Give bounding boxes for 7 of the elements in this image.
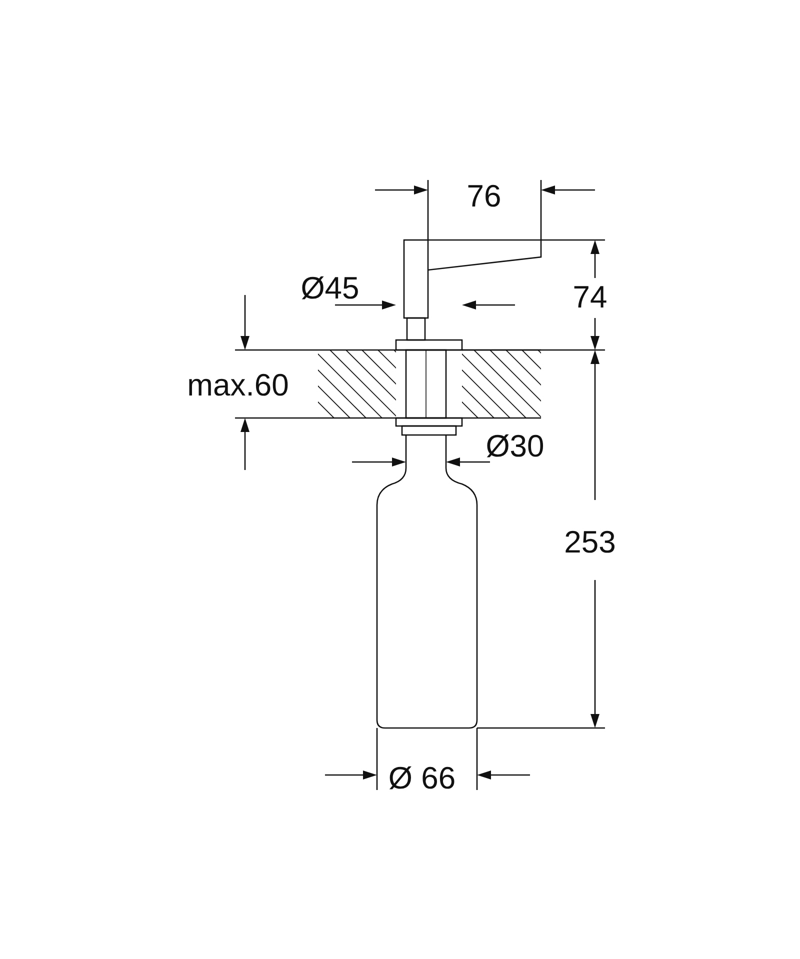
dimension-value: 76 [466,180,502,212]
dimension-value: Ø 66 [388,762,456,794]
dimension-value: Ø45 [300,272,360,304]
dimension-value: 253 [564,526,616,558]
dimension-value: 74 [572,282,608,312]
dimension-value: Ø30 [486,430,544,462]
dimension-value: max.60 [187,370,289,400]
